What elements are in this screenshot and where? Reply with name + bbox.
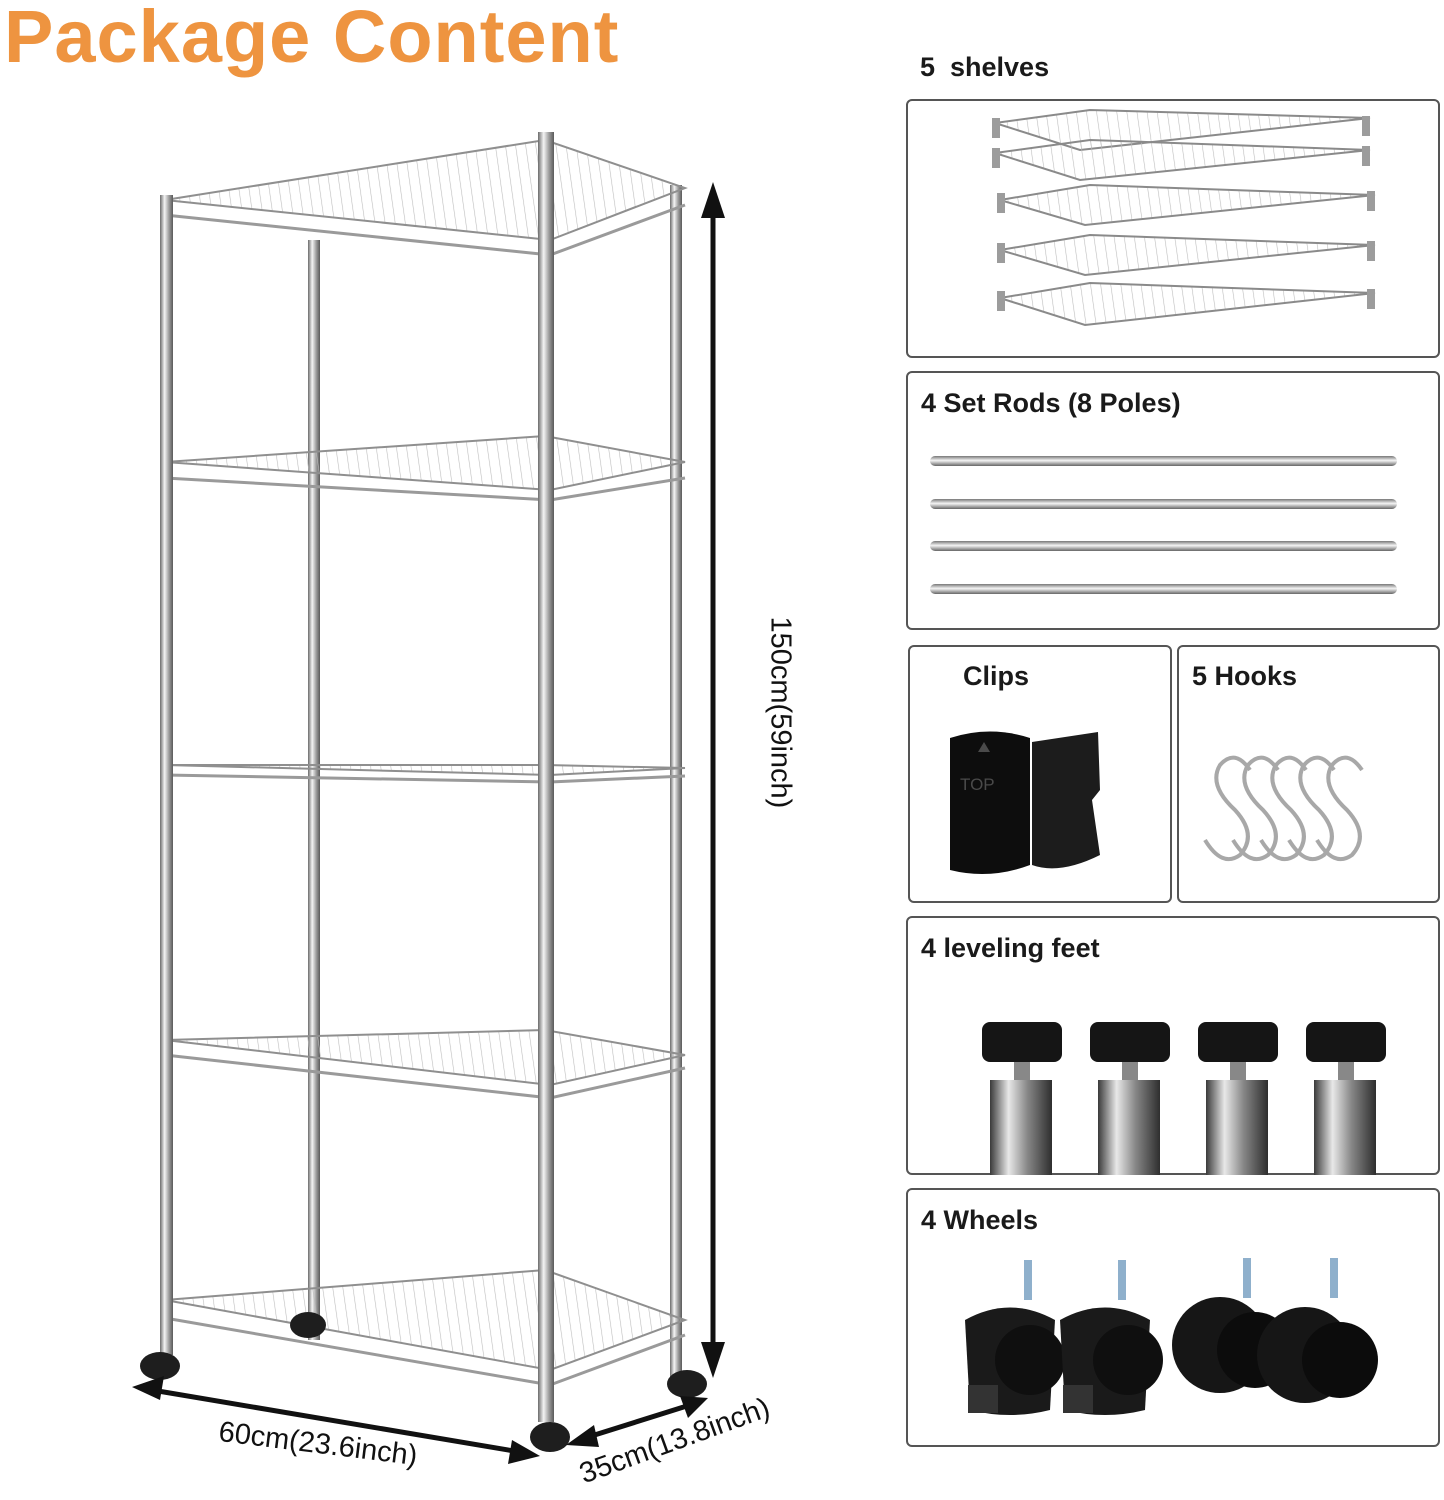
back-left-pole <box>308 240 320 1340</box>
wheels-image <box>965 1258 1378 1415</box>
hooks-label: 5 Hooks <box>1192 661 1298 691</box>
rack-wheels <box>140 1312 707 1452</box>
rack-shelf-4 <box>164 1028 686 1087</box>
rack-shelf-2 <box>164 434 686 492</box>
height-arrow <box>701 182 725 1378</box>
clip-top-marking: TOP <box>960 775 995 794</box>
feet-label: 4 leveling feet <box>921 933 1100 963</box>
page-title: Package Content <box>4 0 620 78</box>
shelves-label: 5 shelves <box>920 52 1050 82</box>
wheels-label: 4 Wheels <box>921 1205 1039 1235</box>
rods-label: 4 Set Rods (8 Poles) <box>921 388 1181 418</box>
clips-label: Clips <box>963 661 1030 691</box>
leveling-feet-image <box>982 1022 1386 1175</box>
rack-shelves <box>164 138 688 1372</box>
rack-shelf-3 <box>164 764 686 777</box>
rack-shelf-1 <box>164 138 688 242</box>
width-arrow <box>132 1376 540 1464</box>
clip-image: TOP <box>950 731 1100 874</box>
rack-shelf-5 <box>164 1268 688 1372</box>
front-right-pole <box>538 132 554 1422</box>
back-right-pole <box>670 185 682 1385</box>
stacked-shelves-image <box>994 108 1376 327</box>
rods-image <box>930 456 1397 594</box>
depth-arrow <box>566 1396 708 1447</box>
hooks-image <box>1203 755 1364 861</box>
front-left-pole <box>160 195 173 1355</box>
